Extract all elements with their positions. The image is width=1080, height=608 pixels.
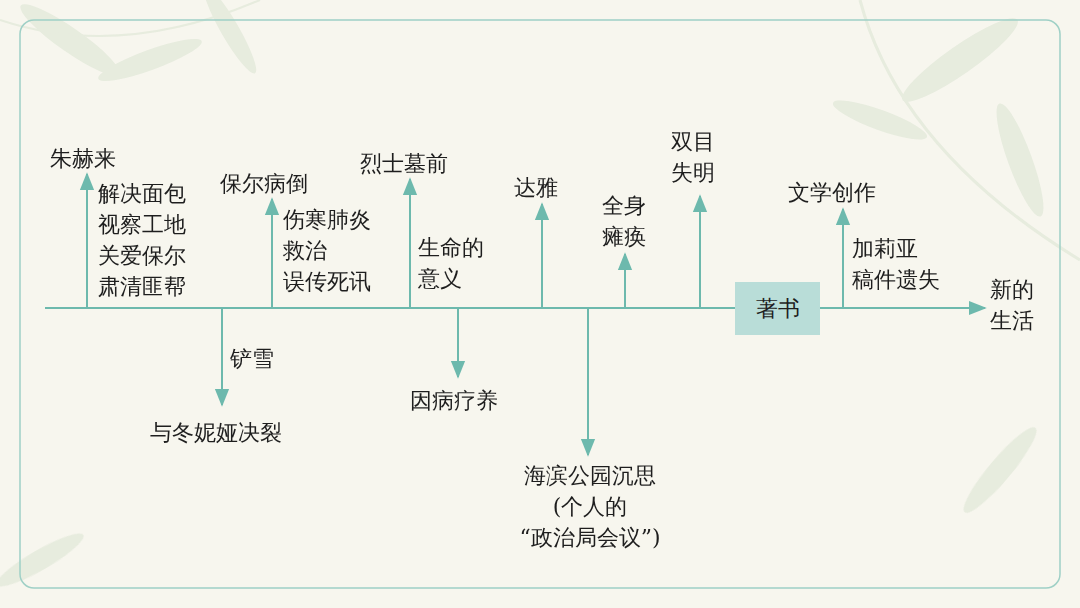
event-label: 海滨公园沉思 (个人的“政治局会议”) bbox=[519, 460, 660, 553]
event-label: 与冬妮娅决裂 bbox=[150, 417, 282, 448]
timeline-arrows bbox=[45, 174, 985, 455]
event-label: 解决面包 视察工地 关爱保尔 肃清匪帮 bbox=[98, 178, 186, 302]
event-label: 伤寒肺炎 救治 误传死讯 bbox=[283, 204, 371, 297]
event-label: 朱赫来 bbox=[50, 143, 116, 174]
event-label: 文学创作 bbox=[788, 177, 876, 208]
event-label: 因病疗养 bbox=[410, 385, 498, 416]
frame bbox=[20, 20, 1060, 588]
event-label: 生命的 意义 bbox=[418, 232, 484, 294]
event-label: 达雅 bbox=[514, 172, 558, 203]
leaf-decoration bbox=[0, 0, 1080, 594]
box-text: 著书 bbox=[756, 293, 800, 324]
event-label: 烈士墓前 bbox=[360, 148, 448, 179]
event-label: 新的 生活 bbox=[990, 274, 1034, 336]
event-label: 铲雪 bbox=[230, 343, 274, 374]
event-label: 双目 失明 bbox=[671, 126, 715, 188]
event-label: 加莉亚 稿件遗失 bbox=[852, 233, 940, 295]
event-label: 全身 瘫痪 bbox=[602, 190, 646, 252]
stage-box: 著书 bbox=[735, 282, 820, 335]
event-label: 保尔病倒 bbox=[220, 168, 308, 199]
